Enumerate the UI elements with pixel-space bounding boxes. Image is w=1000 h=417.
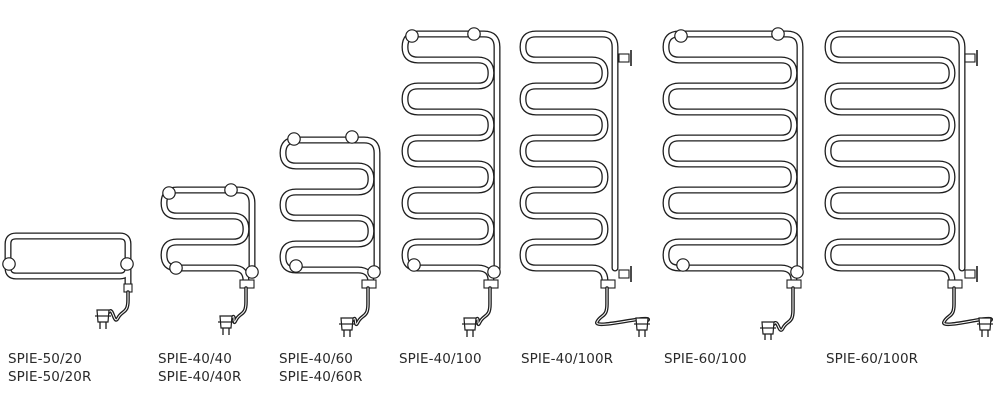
side-mount bbox=[618, 53, 630, 63]
wall-bracket bbox=[289, 259, 303, 273]
rail-spie-40-100r bbox=[519, 30, 619, 285]
model-label-spie-60-100r: SPIE-60/100R bbox=[826, 350, 918, 368]
wall-bracket bbox=[676, 258, 690, 272]
model-label-spie-40-60: SPIE-40/60 SPIE-40/60R bbox=[279, 350, 362, 386]
model-code: SPIE-40/100 bbox=[399, 351, 482, 367]
rail-spie-60-100r bbox=[824, 30, 966, 285]
power-lead-spie-40-40-cable bbox=[230, 286, 248, 325]
side-mount bbox=[964, 269, 976, 279]
model-code: SPIE-40/60 bbox=[279, 351, 353, 367]
model-code: SPIE-60/100R bbox=[826, 351, 919, 367]
wall-bracket bbox=[2, 257, 16, 271]
product-drawing bbox=[2, 27, 993, 340]
model-label-spie-50-20: SPIE-50/20 SPIE-50/20R bbox=[8, 350, 91, 386]
wall-bracket bbox=[790, 265, 804, 279]
model-code: SPIE-40/100R bbox=[521, 351, 614, 367]
rail-spie-50-20 bbox=[4, 232, 132, 293]
wall-bracket bbox=[405, 29, 419, 43]
wall-bracket bbox=[287, 132, 301, 146]
power-lead-spie-50-20-cable bbox=[107, 290, 130, 322]
wall-bracket bbox=[162, 186, 176, 200]
model-code-variant: SPIE-50/20R bbox=[8, 369, 92, 385]
model-code: SPIE-50/20 bbox=[8, 351, 82, 367]
model-code: SPIE-40/40 bbox=[158, 351, 232, 367]
rail-spie-40-100 bbox=[401, 30, 501, 285]
wall-bracket bbox=[224, 183, 238, 197]
power-lead-spie-40-100-cable bbox=[474, 286, 492, 327]
wall-bracket bbox=[487, 265, 501, 279]
model-code-variant: SPIE-40/60R bbox=[279, 369, 363, 385]
rail-spie-60-100 bbox=[662, 30, 804, 285]
side-mount bbox=[618, 269, 630, 279]
rail-spie-40-60 bbox=[279, 136, 381, 287]
wall-bracket bbox=[245, 265, 259, 279]
model-label-spie-40-100: SPIE-40/100 bbox=[399, 350, 482, 368]
wall-bracket bbox=[771, 27, 785, 41]
model-label-spie-40-40: SPIE-40/40 SPIE-40/40R bbox=[158, 350, 241, 386]
model-code-variant: SPIE-40/40R bbox=[158, 369, 242, 385]
model-code: SPIE-60/100 bbox=[664, 351, 747, 367]
wall-bracket bbox=[367, 265, 381, 279]
wall-bracket bbox=[120, 257, 134, 271]
model-label-spie-60-100: SPIE-60/100 bbox=[664, 350, 747, 368]
power-lead-spie-60-100-cable bbox=[772, 286, 795, 332]
model-label-spie-40-100r: SPIE-40/100R bbox=[521, 350, 613, 368]
wall-bracket bbox=[169, 261, 183, 275]
wall-bracket bbox=[345, 130, 359, 144]
side-mount bbox=[964, 53, 976, 63]
wall-bracket bbox=[674, 29, 688, 43]
wall-bracket bbox=[407, 258, 421, 272]
power-lead-spie-40-60-cable bbox=[351, 286, 370, 327]
wall-bracket bbox=[467, 27, 481, 41]
